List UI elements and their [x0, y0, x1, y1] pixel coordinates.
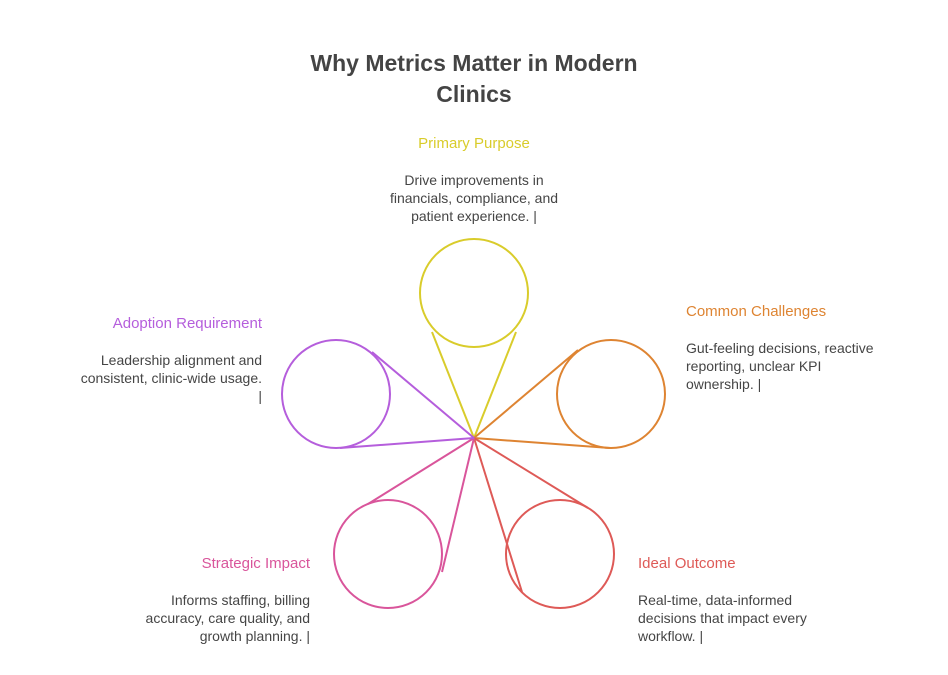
- primary-purpose-heading: Primary Purpose: [418, 135, 530, 152]
- petal-adoption: [281, 339, 475, 449]
- common-challenges-text: Gut-feeling decisions, reactive reportin…: [686, 340, 874, 392]
- petal-challenges: [473, 339, 666, 449]
- adoption-requirement-heading: Adoption Requirement: [112, 315, 262, 332]
- strategic-impact-heading: Strategic Impact: [201, 555, 310, 572]
- ideal-outcome-text: Real-time, data-informed decisions that …: [638, 592, 807, 644]
- diagram-title: Why Metrics Matter in Modern Clinics: [310, 50, 638, 107]
- primary-purpose-text: Drive improvements in financials, compli…: [389, 172, 559, 224]
- strategic-impact-text: Informs staffing, billing accuracy, care…: [145, 592, 310, 644]
- petal-impact: [333, 437, 475, 609]
- petal-outcome: [473, 437, 615, 609]
- ideal-outcome-heading: Ideal Outcome: [638, 555, 736, 572]
- petal-primary: [419, 238, 529, 439]
- adoption-requirement-text: Leadership alignment and consistent, cli…: [80, 352, 262, 404]
- common-challenges-heading: Common Challenges: [686, 303, 827, 320]
